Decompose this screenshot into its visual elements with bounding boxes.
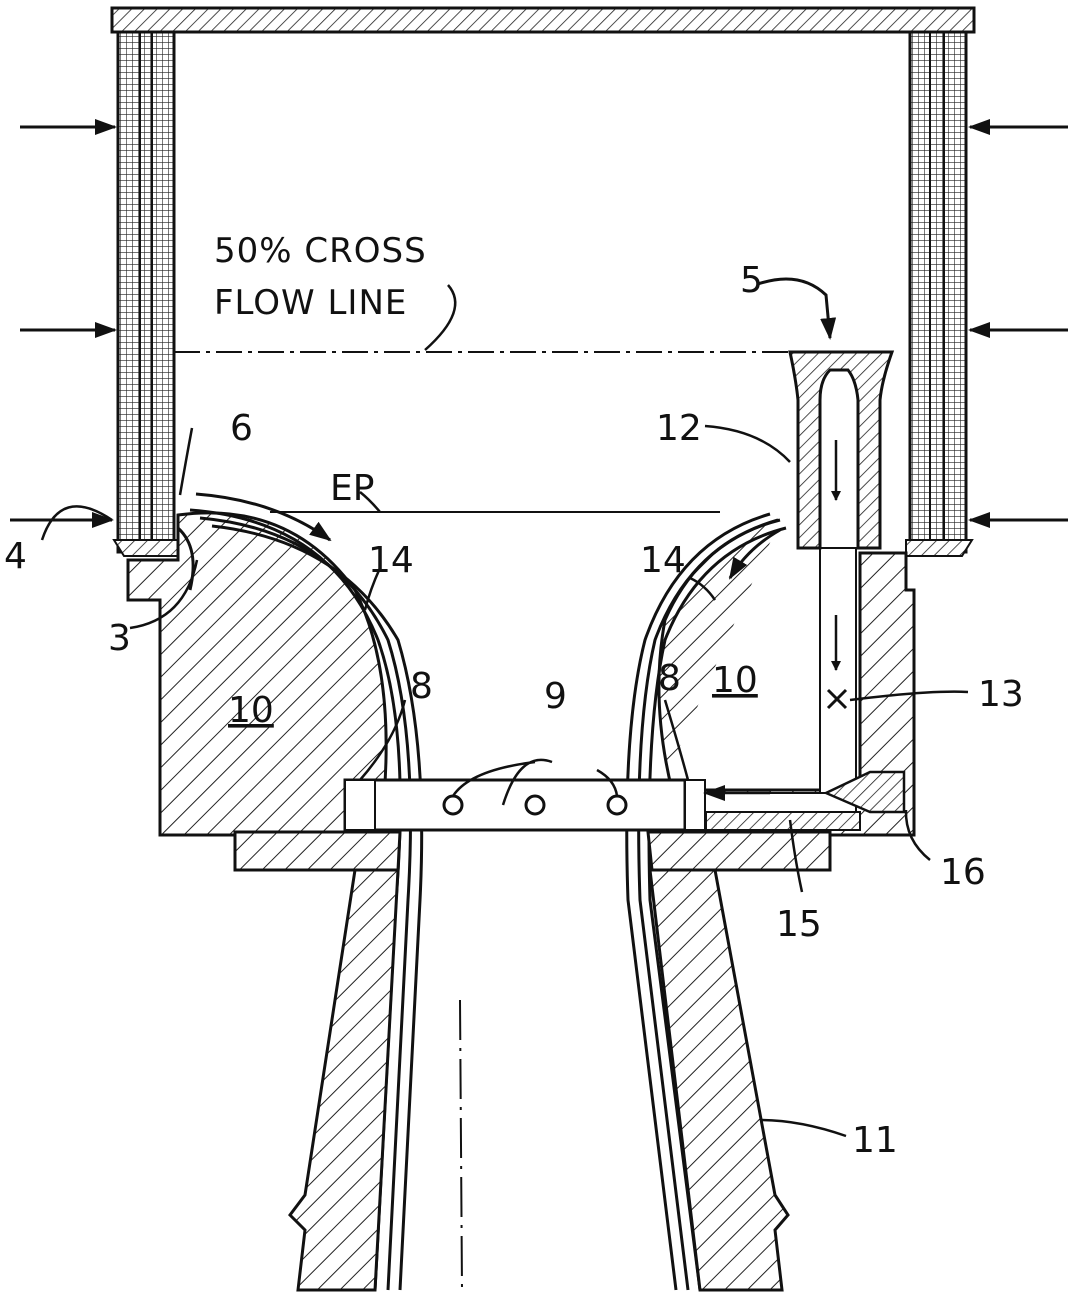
right-tube-wall bbox=[648, 868, 790, 1292]
label-8-left: 8 bbox=[410, 666, 433, 707]
left-flange bbox=[233, 830, 402, 872]
right-flow-arrow bbox=[728, 528, 781, 580]
label-14-left: 14 bbox=[368, 540, 414, 581]
label-9: 9 bbox=[544, 676, 567, 717]
right-bleed-passage bbox=[819, 547, 857, 794]
label-12: 12 bbox=[656, 408, 702, 449]
inflow-arrows bbox=[10, 119, 1068, 528]
cross-flow-note-line1: 50% CROSS bbox=[214, 231, 427, 271]
orifice-cross bbox=[826, 688, 848, 710]
check-valve bbox=[822, 770, 906, 814]
bleed-hole bbox=[442, 794, 464, 816]
bleed-hole bbox=[524, 794, 546, 816]
label-11: 11 bbox=[852, 1120, 898, 1161]
leader-lines bbox=[40, 284, 969, 1138]
label-6: 6 bbox=[230, 408, 253, 449]
label-16: 16 bbox=[940, 852, 986, 893]
label-15: 15 bbox=[776, 904, 822, 945]
label-13: 13 bbox=[978, 674, 1024, 715]
left-tube-wall bbox=[288, 868, 400, 1292]
scavenge-funnel bbox=[788, 350, 895, 550]
right-mesh-screen bbox=[908, 30, 968, 554]
bleed-hole bbox=[606, 794, 628, 816]
left-mesh-screen bbox=[116, 30, 176, 554]
label-14-right: 14 bbox=[640, 540, 686, 581]
cross-flow-note-line2: FLOW LINE bbox=[214, 283, 407, 323]
label-10-left: 10 bbox=[228, 690, 274, 731]
label-3: 3 bbox=[108, 618, 131, 659]
label-ep: EP bbox=[330, 468, 374, 509]
label-5: 5 bbox=[740, 260, 763, 301]
left-flow-arrow bbox=[195, 492, 332, 542]
throat-ring bbox=[343, 778, 687, 832]
label-4: 4 bbox=[4, 536, 27, 577]
right-screen-seal bbox=[905, 539, 974, 557]
pipe-flow-arrows bbox=[703, 440, 841, 801]
label-8-right: 8 bbox=[658, 658, 681, 699]
left-screen-seal bbox=[112, 539, 179, 557]
right-flange bbox=[646, 830, 832, 872]
top-cover-plate bbox=[110, 6, 976, 34]
label-10-right: 10 bbox=[712, 660, 758, 701]
